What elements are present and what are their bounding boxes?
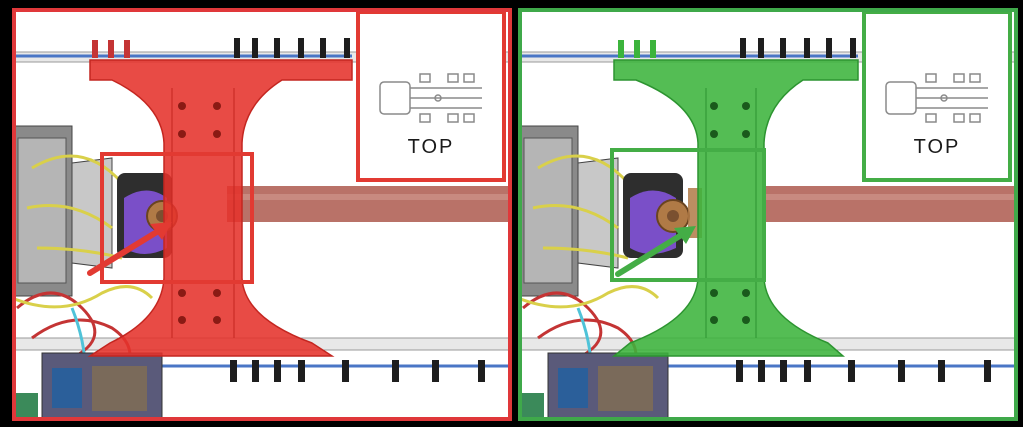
view-label: TOP (408, 136, 455, 158)
lower-bolt-row (230, 360, 485, 382)
truck-top-view-icon (885, 73, 988, 123)
brake-assembly (518, 125, 702, 297)
right-panel-green: TOP (518, 8, 1018, 421)
wiring-harness (12, 285, 163, 421)
panel-border (12, 8, 512, 421)
panel-border (518, 8, 1018, 421)
truck-top-view-icon (379, 73, 482, 123)
highlight-box (610, 148, 766, 282)
view-label: TOP (914, 136, 961, 158)
arrow-up-right-icon (615, 226, 696, 277)
top-view-inset: TOP (862, 10, 1012, 182)
crossmember-bracket (611, 59, 859, 357)
crossmember-tube-highlight (227, 194, 512, 200)
upper-bolt-row (92, 38, 350, 58)
crossmember-tube-highlight (763, 194, 1018, 200)
wiring-harness (518, 285, 669, 421)
left-panel-red: TOP (12, 8, 512, 421)
highlight-box (100, 152, 254, 284)
lower-bolt-row (736, 360, 991, 382)
upper-bolt-row (618, 38, 856, 58)
crossmember-bracket (87, 59, 353, 357)
crossmember-tube (763, 186, 1018, 222)
crossmember-tube (227, 186, 512, 222)
arrow-up-right-icon (87, 222, 172, 276)
top-view-inset: TOP (356, 10, 506, 182)
